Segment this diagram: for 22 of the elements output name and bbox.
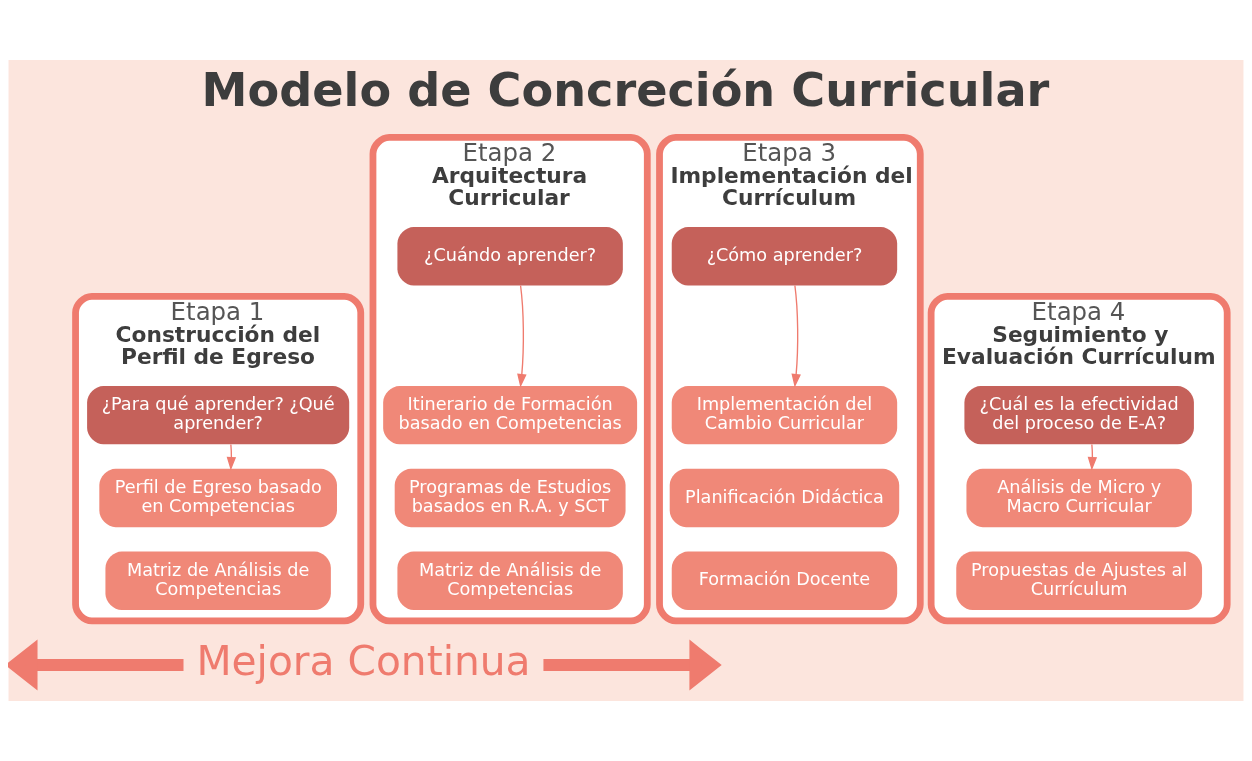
arrow [517, 284, 527, 388]
node-box: Implementación del Cambio Curricular [671, 385, 898, 445]
node-text: Mejora Continua [196, 637, 531, 686]
node-box: Análisis de Micro y Macro Curricular [966, 468, 1192, 528]
arrow [791, 284, 801, 388]
node-box: Perfil de Egreso basado en Competencias [99, 468, 337, 528]
arrow [543, 639, 722, 691]
node-box: Propuestas de Ajustes al Currículum [956, 551, 1203, 610]
node-box: ¿Cuándo aprender? [397, 227, 623, 286]
node-box: ¿Cómo aprender? [671, 227, 898, 286]
node-box: Formación Docente [671, 551, 898, 610]
node-box: Programas de Estudios basados en R.A. y SCT [394, 468, 626, 528]
node-box: Itinerario de Formación basado en Competencias [383, 385, 638, 445]
node-box: ¿Cuál es la efectividad del proceso de E-A? [964, 385, 1194, 445]
node-box: Matriz de Análisis de Competencias [105, 551, 331, 610]
arrow [8, 639, 184, 691]
arrow [1087, 443, 1098, 471]
node-box: Matriz de Análisis de Competencias [397, 551, 623, 610]
diagram-title: Modelo de Concreción Curricular [201, 63, 1050, 118]
node-box: Planificación Didáctica [669, 468, 900, 528]
arrow [226, 443, 237, 471]
node-box: ¿Para qué aprender? ¿Qué aprender? [87, 385, 350, 445]
